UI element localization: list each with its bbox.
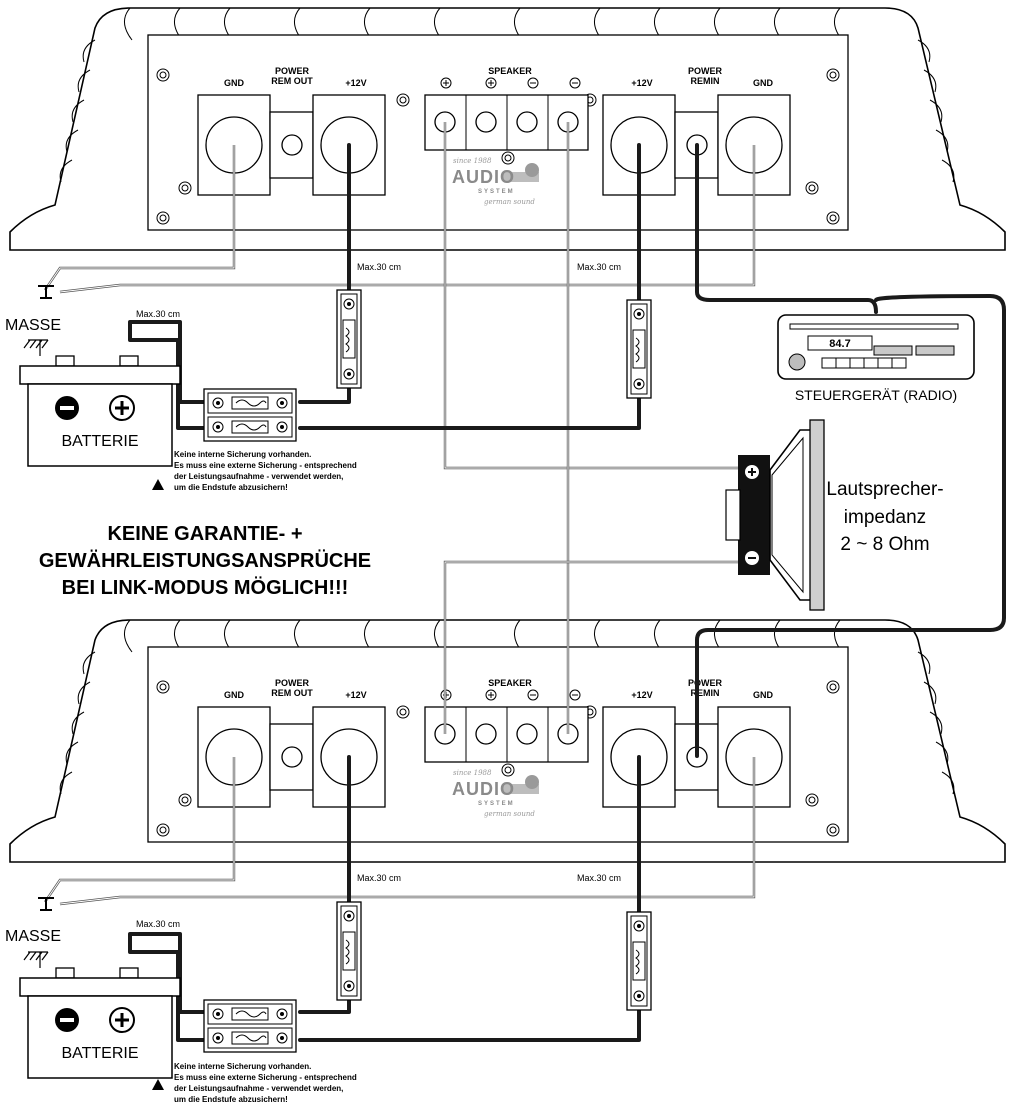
note-line: um die Endstufe abzusichern! xyxy=(174,1095,288,1104)
note-line: der Leistungsaufnahme - verwendet werden… xyxy=(174,472,343,481)
label-gnd-left: GND xyxy=(224,690,245,700)
battery-max-length: Max.30 cm xyxy=(136,919,180,929)
masse-label: MASSE xyxy=(5,928,61,945)
loudspeaker: Lautsprecher- impedanz 2 ~ 8 Ohm xyxy=(725,419,944,611)
masse-symbol xyxy=(23,339,49,356)
label-rem-out: REM OUT xyxy=(271,76,313,86)
amplifier-bottom: GND POWER REM OUT +12V SPEAKER +12V POWE… xyxy=(9,619,1006,863)
masse-label: MASSE xyxy=(5,317,61,334)
battery-top: MASSE BATTERIE Max.30 cm xyxy=(5,309,182,468)
logo-since: since 1988 xyxy=(453,769,492,777)
warning-icon xyxy=(152,479,164,490)
note-line: der Leistungsaufnahme - verwendet werden… xyxy=(174,1084,343,1093)
fuse-block-top xyxy=(203,388,297,442)
label-power-right: POWER xyxy=(688,678,723,688)
label-remin: REMIN xyxy=(691,688,720,698)
label-speaker: SPEAKER xyxy=(488,678,532,688)
battery-label: BATTERIE xyxy=(61,1045,138,1062)
logo-system: SYSTEM xyxy=(478,801,515,807)
logo-system: SYSTEM xyxy=(478,189,515,195)
inline-fuse-top-right xyxy=(626,299,652,399)
label-12v-right: +12V xyxy=(631,690,652,700)
fuse-note-bottom: Keine interne Sicherung vorhanden. Es mu… xyxy=(152,1062,357,1104)
logo-main: AUDIO xyxy=(452,779,515,799)
label-gnd-left: GND xyxy=(224,78,245,88)
warning-line-3: BEI LINK-MODUS MÖGLICH!!! xyxy=(62,576,349,599)
inline-fuse-bottom-left xyxy=(336,901,362,1001)
ground-wires xyxy=(38,145,756,911)
label-12v-right: +12V xyxy=(631,78,652,88)
inline-fuse-top-left xyxy=(336,289,362,389)
label-gnd-right: GND xyxy=(753,690,774,700)
max-length-right-top: Max.30 cm xyxy=(577,262,621,272)
ground-symbol-top xyxy=(38,285,54,299)
radio-label: STEUERGERÄT (RADIO) xyxy=(795,387,957,403)
warning-line-2: GEWÄHRLEISTUNGSANSPRÜCHE xyxy=(39,549,371,572)
note-line: Keine interne Sicherung vorhanden. xyxy=(174,1062,311,1071)
note-line: Es muss eine externe Sicherung - entspre… xyxy=(174,1073,357,1082)
speaker-text-3: 2 ~ 8 Ohm xyxy=(840,534,929,555)
speaker-text-2: impedanz xyxy=(844,507,926,528)
logo-since: since 1988 xyxy=(453,157,492,165)
fuse-block-bottom xyxy=(203,999,297,1053)
note-line: um die Endstufe abzusichern! xyxy=(174,483,288,492)
speaker-text-1: Lautsprecher- xyxy=(826,479,943,500)
label-12v-left: +12V xyxy=(345,78,366,88)
warning-icon xyxy=(152,1079,164,1090)
max-length-left-top: Max.30 cm xyxy=(357,262,401,272)
inline-fuse-bottom-right xyxy=(626,911,652,1011)
masse-symbol xyxy=(23,951,49,968)
label-power-right: POWER xyxy=(688,66,723,76)
label-gnd-right: GND xyxy=(753,78,774,88)
label-power-left: POWER xyxy=(275,66,310,76)
note-line: Keine interne Sicherung vorhanden. xyxy=(174,450,311,459)
label-power-left: POWER xyxy=(275,678,310,688)
ground-symbol-bottom xyxy=(38,897,54,911)
logo-tag: german sound xyxy=(484,198,535,206)
max-length-right-bottom: Max.30 cm xyxy=(577,873,621,883)
amplifier-top: GND POWER REM OUT +12V SPEAKER +12V POWE… xyxy=(9,7,1006,251)
head-unit-radio: 84.7 STEUERGERÄT (RADIO) xyxy=(777,314,975,403)
max-length-left-bottom: Max.30 cm xyxy=(357,873,401,883)
note-line: Es muss eine externe Sicherung - entspre… xyxy=(174,461,357,470)
battery-label: BATTERIE xyxy=(61,433,138,450)
label-remin: REMIN xyxy=(691,76,720,86)
battery-max-length: Max.30 cm xyxy=(136,309,180,319)
battery-bottom: MASSE BATTERIE Max.30 cm xyxy=(5,919,182,1080)
radio-display: 84.7 xyxy=(829,338,850,350)
link-mode-warning: KEINE GARANTIE- + GEWÄHRLEISTUNGSANSPRÜC… xyxy=(39,523,371,599)
fuse-note-top: Keine interne Sicherung vorhanden. Es mu… xyxy=(152,450,357,492)
warning-line-1: KEINE GARANTIE- + xyxy=(107,523,302,545)
label-speaker: SPEAKER xyxy=(488,66,532,76)
logo-tag: german sound xyxy=(484,810,535,818)
logo-main: AUDIO xyxy=(452,167,515,187)
label-rem-out: REM OUT xyxy=(271,688,313,698)
label-12v-left: +12V xyxy=(345,690,366,700)
